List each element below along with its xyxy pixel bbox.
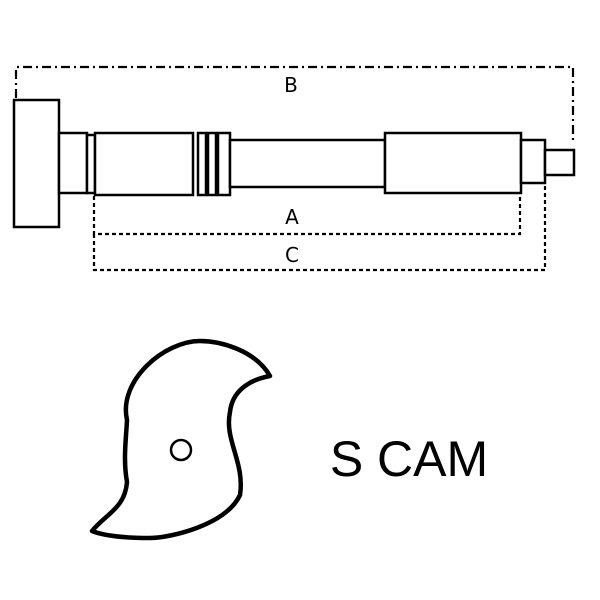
bearing-journal-inner xyxy=(93,131,195,197)
cam-head xyxy=(12,98,61,229)
spline-end xyxy=(543,148,576,177)
groove-ring-3 xyxy=(216,131,232,197)
groove-ring-2 xyxy=(206,131,218,197)
dimension-a-line xyxy=(92,194,522,236)
shaft-middle xyxy=(228,138,387,189)
dimension-b-label: B xyxy=(284,73,298,97)
shaft-collar xyxy=(519,138,547,185)
groove-ring-1 xyxy=(196,131,208,197)
cam-shaft-hole xyxy=(169,438,193,462)
s-cam-profile xyxy=(89,338,273,541)
shaft-neck xyxy=(57,131,89,195)
dimension-c-line xyxy=(92,185,547,272)
camshaft xyxy=(12,98,576,229)
dimension-a-label: A xyxy=(285,205,299,229)
dimension-b-line xyxy=(14,65,575,140)
s-cam-label: S CAM xyxy=(330,431,488,487)
dimension-c-label: C xyxy=(285,243,299,267)
bearing-journal-outer xyxy=(383,131,523,195)
